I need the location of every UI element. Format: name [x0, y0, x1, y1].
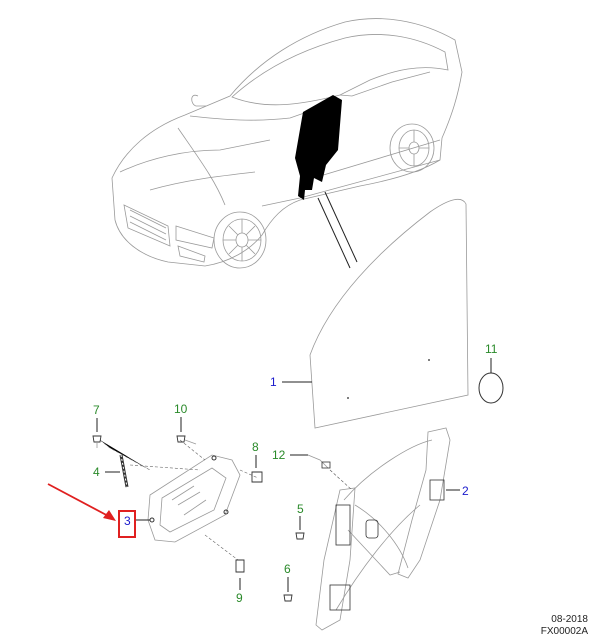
callout-5: 5	[297, 502, 304, 516]
red-arrow-icon	[47, 483, 113, 519]
callout-7: 7	[93, 403, 100, 417]
callout-9: 9	[236, 591, 243, 605]
car-illustration	[111, 18, 463, 269]
spring-clip-part	[105, 454, 129, 488]
door-glass-part	[282, 198, 469, 429]
callout-labels: 1 2 3 4 5 6 7 8 9 10 11 12	[93, 342, 498, 605]
callout-12: 12	[272, 448, 286, 462]
seal-ring-part	[478, 358, 504, 404]
fasteners	[92, 417, 305, 602]
callout-6: 6	[284, 562, 291, 576]
callout-3: 3	[124, 514, 131, 528]
footer-code: FX00002A	[540, 626, 588, 637]
highlight-box	[118, 510, 136, 538]
footer-date: 08-2018	[551, 614, 588, 625]
callout-11: 11	[485, 342, 498, 356]
callout-1: 1	[270, 375, 277, 389]
cable-part	[290, 454, 353, 491]
callout-4: 4	[93, 465, 100, 479]
window-motor-part	[99, 439, 259, 561]
callout-2: 2	[462, 484, 469, 498]
footer: 08-2018 FX00002A	[541, 614, 588, 638]
highlight-annotation	[47, 483, 136, 538]
callout-8: 8	[252, 440, 259, 454]
callout-10: 10	[174, 402, 188, 416]
window-regulator-part	[315, 427, 460, 631]
